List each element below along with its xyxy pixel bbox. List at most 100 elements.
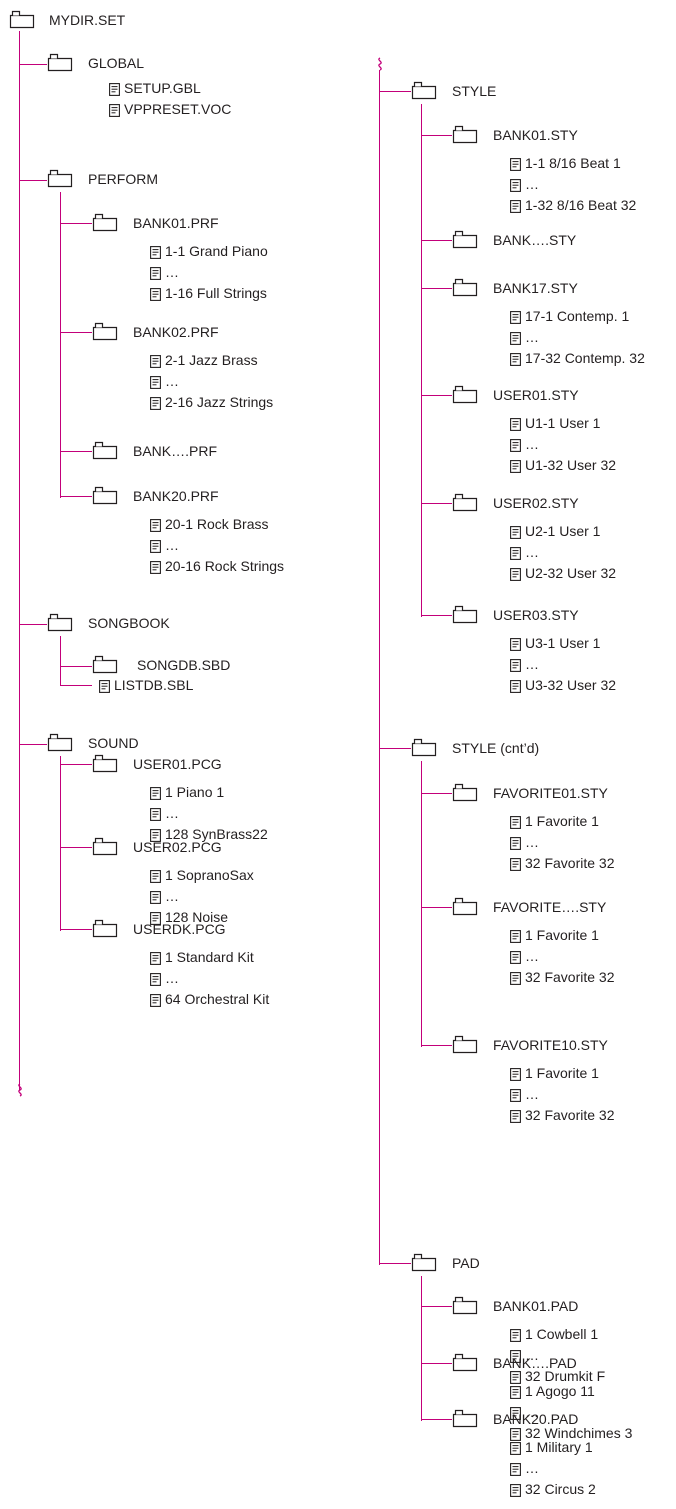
file-label: 1 Cowbell 1	[525, 1326, 599, 1342]
file-label: …	[525, 436, 539, 452]
folder-icon	[452, 783, 478, 802]
file-label: 32 Favorite 32	[525, 969, 615, 985]
folder-icon	[9, 10, 35, 29]
tree-connector-horizontal	[380, 1263, 411, 1265]
folder-label: FAVORITE10.STY	[493, 1037, 608, 1053]
file-label: …	[525, 1086, 539, 1102]
folder-label: BANK01.PAD	[493, 1298, 579, 1314]
file-icon	[150, 973, 161, 986]
file-label: 20-16 Rock Strings	[165, 558, 285, 574]
tree-connector-horizontal	[422, 395, 452, 397]
file-label: U1-32 User 32	[525, 457, 617, 473]
folder-label: BANK02.PRF	[133, 324, 219, 340]
file-icon	[510, 680, 521, 693]
file-label: 32 Circus 2	[525, 1481, 596, 1497]
file-label: …	[525, 544, 539, 560]
tree-connector-vertical	[421, 1276, 423, 1421]
file-icon	[510, 353, 521, 366]
tree-connector-vertical	[19, 31, 21, 1090]
file-icon	[510, 1329, 521, 1342]
folder-icon	[47, 733, 73, 752]
file-label: U2-32 User 32	[525, 565, 617, 581]
tree-connector-horizontal	[422, 907, 452, 909]
folder-icon	[47, 613, 73, 632]
file-label: …	[165, 888, 179, 904]
folder-label: USER02.STY	[493, 495, 579, 511]
file-label: 128 Noise	[165, 909, 229, 925]
folder-icon	[92, 837, 118, 856]
file-label: …	[165, 373, 179, 389]
file-icon	[510, 1371, 521, 1384]
file-label: SETUP.GBL	[124, 80, 201, 96]
file-icon	[150, 288, 161, 301]
file-label: …	[525, 656, 539, 672]
tree-connector-horizontal	[61, 451, 92, 453]
file-label: 128 SynBrass22	[165, 826, 268, 842]
folder-icon	[452, 493, 478, 512]
file-icon	[510, 1068, 521, 1081]
file-icon	[510, 200, 521, 213]
file-label: …	[165, 970, 179, 986]
file-icon	[510, 858, 521, 871]
file-label: …	[525, 176, 539, 192]
file-icon	[510, 1484, 521, 1497]
file-label: 1 SopranoSax	[165, 867, 254, 883]
tree-connector-horizontal	[61, 685, 92, 687]
folder-label: BANK17.STY	[493, 280, 578, 296]
folder-icon	[452, 1409, 478, 1428]
tree-connector-horizontal	[20, 624, 47, 626]
file-icon	[150, 891, 161, 904]
folder-icon	[92, 322, 118, 341]
folder-icon	[452, 897, 478, 916]
folder-icon	[452, 1035, 478, 1054]
tree-connector-horizontal	[422, 615, 452, 617]
tree-connector-horizontal	[20, 64, 47, 66]
folder-label: PAD	[452, 1255, 480, 1271]
folder-label: BANK20.PRF	[133, 488, 219, 504]
tree-connector-vertical	[421, 104, 423, 617]
file-icon	[510, 837, 521, 850]
tree-connector-horizontal	[20, 180, 47, 182]
folder-label: SONGDB.SBD	[137, 657, 231, 673]
folder-icon	[411, 81, 437, 100]
file-icon	[510, 659, 521, 672]
file-icon	[109, 83, 120, 96]
file-icon	[510, 158, 521, 171]
tree-connector-horizontal	[20, 744, 47, 746]
file-label: 32 Favorite 32	[525, 855, 615, 871]
folder-icon	[47, 53, 73, 72]
file-label: 1 Agogo 11	[525, 1383, 595, 1399]
file-icon	[150, 870, 161, 883]
file-label: 32 Drumkit F	[525, 1368, 606, 1384]
file-icon	[510, 311, 521, 324]
tree-connector-horizontal	[61, 223, 92, 225]
tree-connector-vertical	[60, 636, 62, 686]
folder-icon	[452, 230, 478, 249]
file-label: …	[165, 537, 179, 553]
folder-label: GLOBAL	[88, 55, 145, 71]
folder-label: BANK01.STY	[493, 127, 578, 143]
file-icon	[150, 267, 161, 280]
tree-connector-vertical	[421, 761, 423, 1047]
file-icon	[510, 460, 521, 473]
tree-connector-horizontal	[422, 1045, 452, 1047]
folder-icon	[452, 1353, 478, 1372]
folder-label: BANK20.PAD	[493, 1411, 579, 1427]
tree-connector-vertical	[379, 70, 381, 1265]
folder-icon	[92, 213, 118, 232]
file-label: 1-1 8/16 Beat 1	[525, 155, 621, 171]
file-icon	[510, 568, 521, 581]
tree-break-icon	[375, 57, 385, 71]
file-label: 32 Windchimes 3	[525, 1425, 633, 1441]
file-icon	[510, 179, 521, 192]
tree-connector-horizontal	[422, 288, 452, 290]
file-icon	[510, 930, 521, 943]
tree-connector-horizontal	[61, 847, 92, 849]
file-label: 32 Favorite 32	[525, 1107, 615, 1123]
folder-label: USER02.PCG	[133, 839, 222, 855]
file-label: U1-1 User 1	[525, 415, 601, 431]
folder-label: STYLE	[452, 83, 497, 99]
folder-label: USER01.PCG	[133, 756, 222, 772]
folder-icon	[452, 605, 478, 624]
file-label: 17-1 Contemp. 1	[525, 308, 630, 324]
